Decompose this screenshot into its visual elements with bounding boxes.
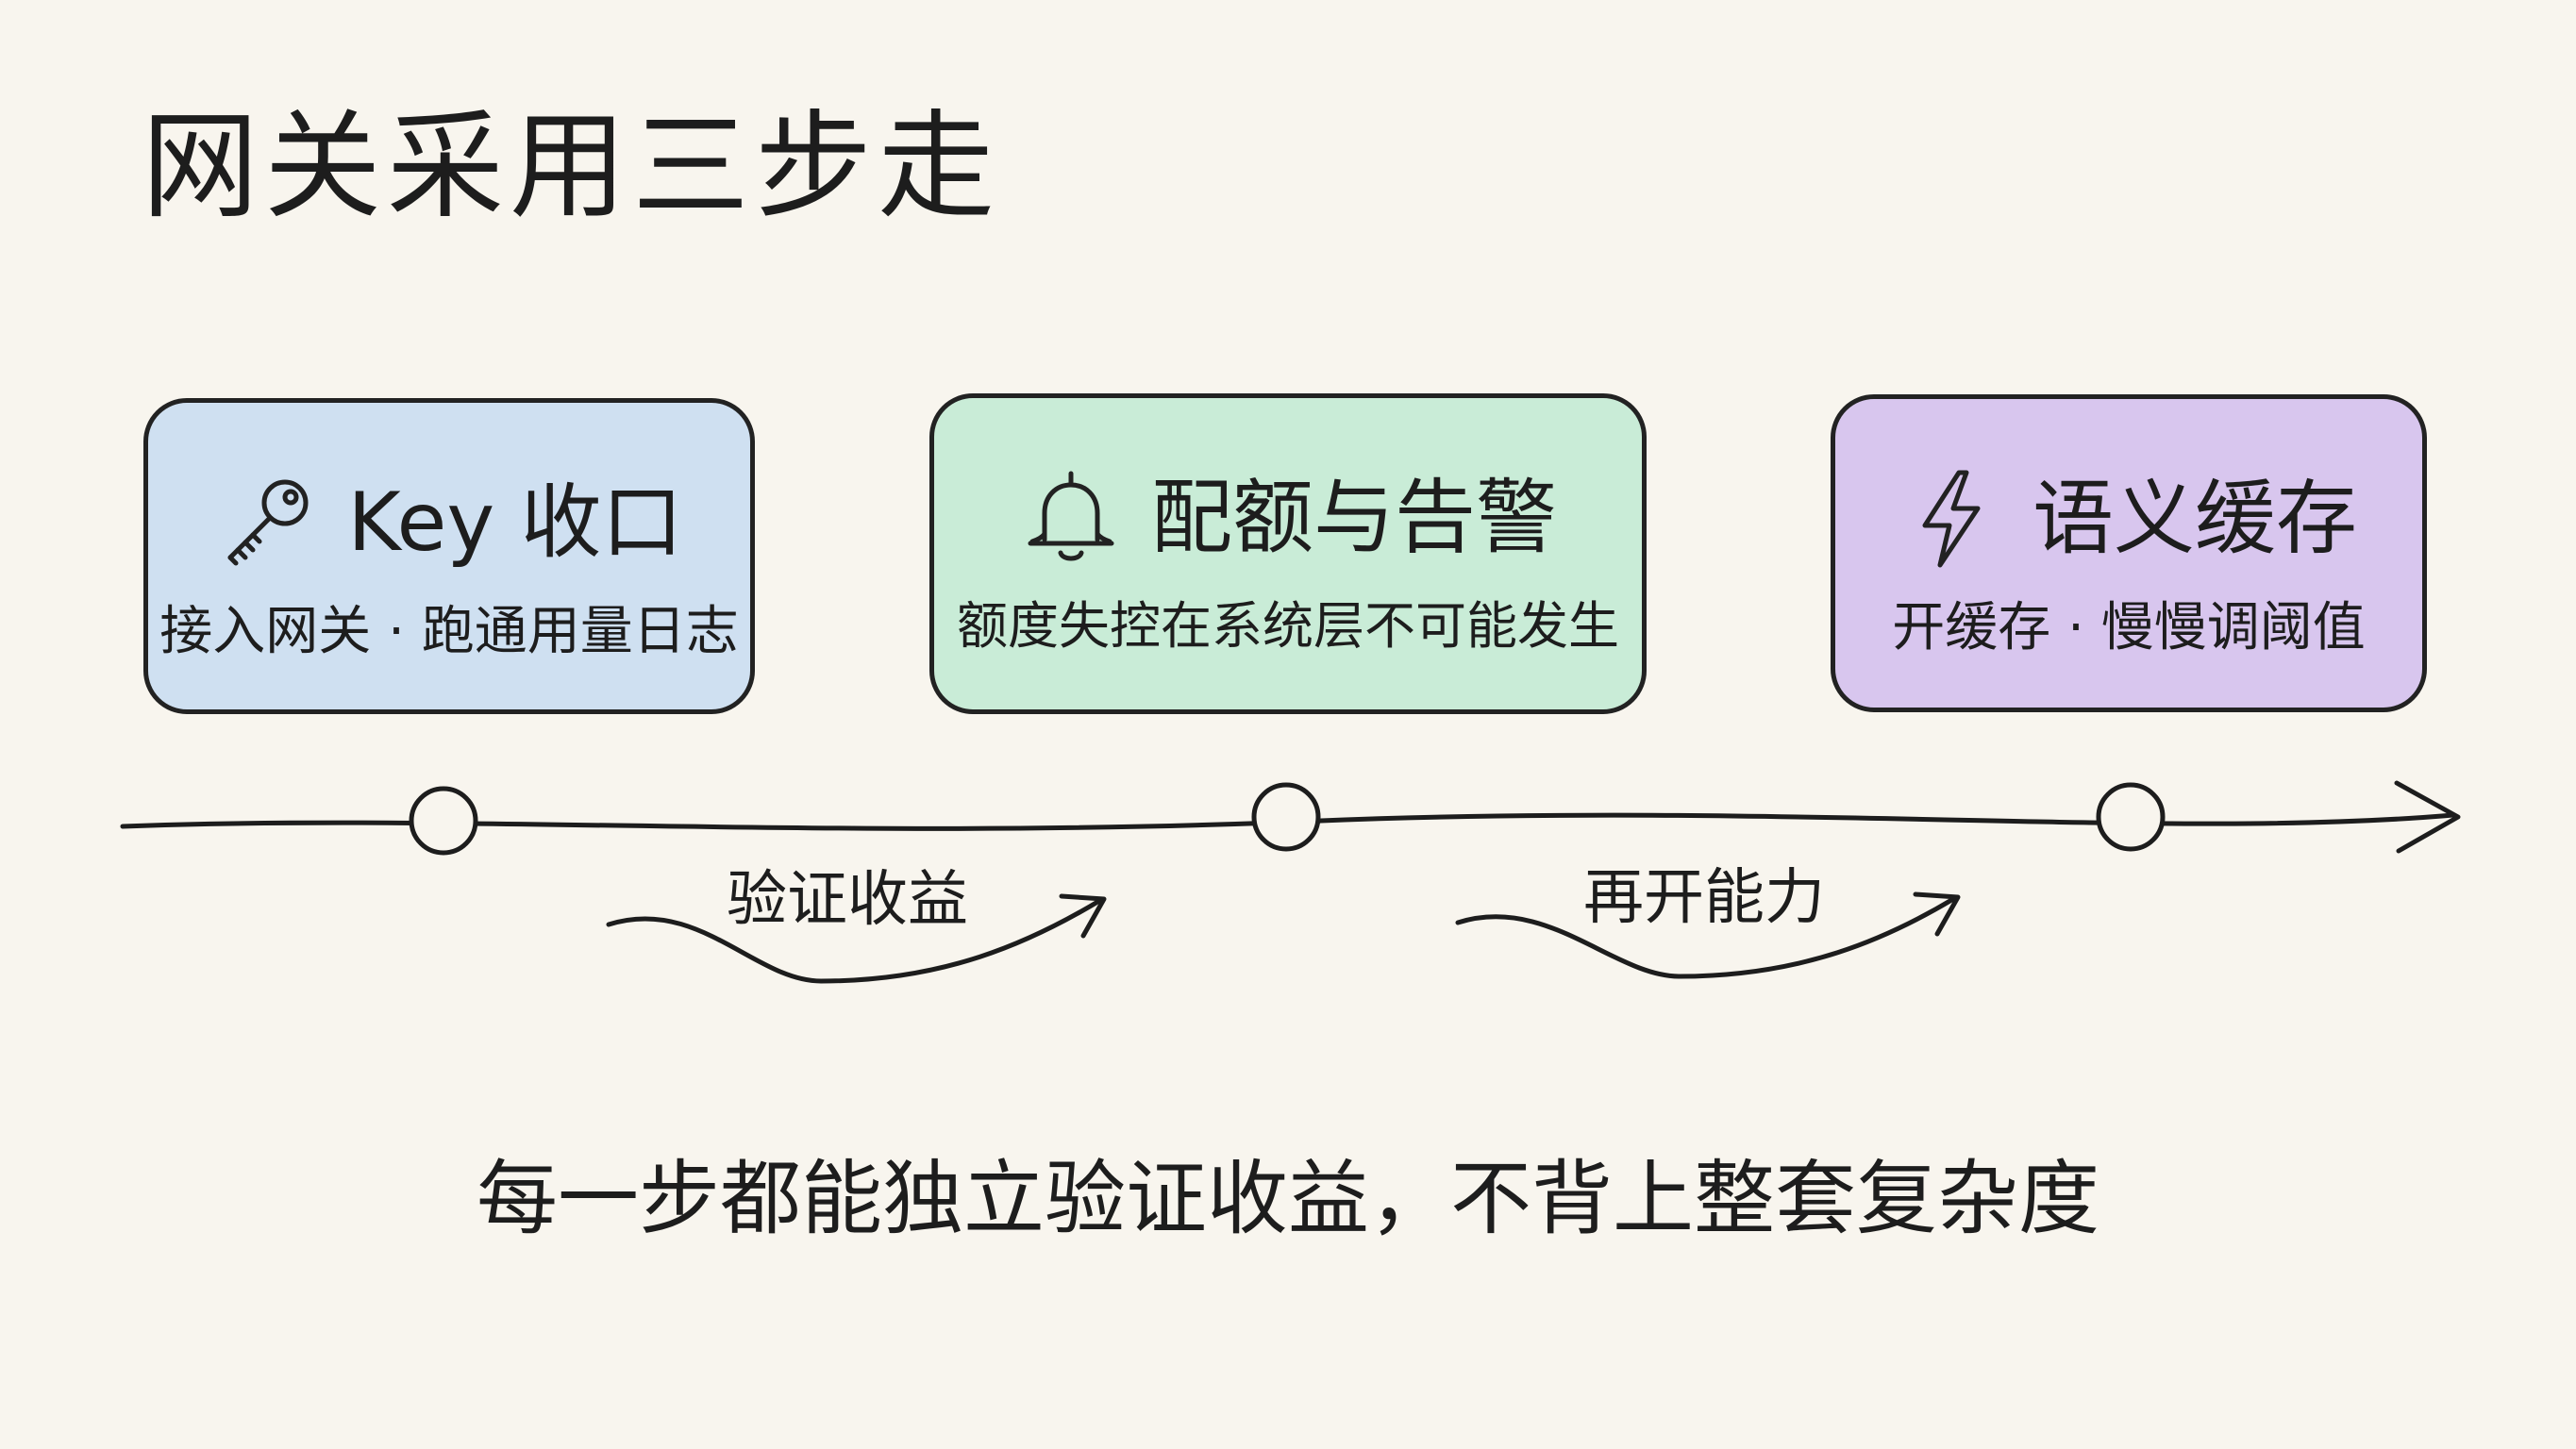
transition-label: 再开能力 — [1583, 863, 1825, 933]
transition-arrowhead — [1913, 891, 1961, 937]
transition-arrowhead — [1059, 893, 1107, 939]
page-title: 网关采用三步走 — [142, 99, 1001, 235]
transition-arrow — [606, 898, 1102, 984]
step-subtitle: 额度失控在系统层不可能发生 — [957, 596, 1619, 656]
timeline-node — [2096, 782, 2166, 852]
transition-label: 验证收益 — [727, 865, 968, 935]
key-icon — [227, 479, 309, 566]
step-subtitle: 接入网关 · 跑通用量日志 — [159, 601, 739, 662]
step-title: 语义缓存 — [2032, 472, 2357, 566]
step-card-header: Key 收口 — [148, 471, 750, 575]
step-card-header: 配额与告警 — [934, 466, 1642, 570]
caption: 每一步都能独立验证收益，不背上整套复杂度 — [477, 1152, 2099, 1246]
step-subtitle: 开缓存 · 慢慢调阈值 — [1892, 597, 2366, 658]
transition-arrow — [1455, 896, 1956, 979]
step-card-quota: 配额与告警 额度失控在系统层不可能发生 — [929, 393, 1647, 714]
step-card-header: 语义缓存 — [1835, 467, 2422, 571]
step-title: Key 收口 — [347, 475, 683, 570]
timeline-node — [1251, 782, 1321, 852]
step-title: 配额与告警 — [1151, 471, 1557, 565]
step-card-cache: 语义缓存 开缓存 · 慢慢调阈值 — [1831, 394, 2427, 712]
step-card-key: Key 收口 接入网关 · 跑通用量日志 — [143, 398, 755, 714]
timeline-arrowhead — [2394, 780, 2461, 854]
lightning-icon — [1922, 470, 1981, 568]
timeline-node — [409, 786, 478, 856]
bell-icon — [1028, 471, 1114, 561]
